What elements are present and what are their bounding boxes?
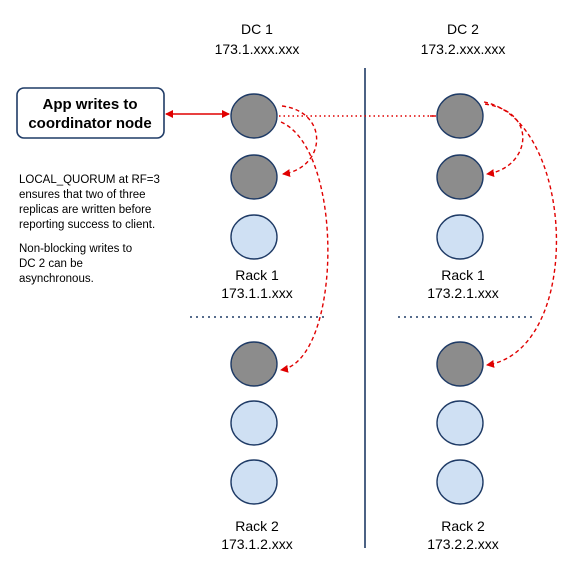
note-line-8: asynchronous. xyxy=(19,273,94,285)
dc2-rack2-node-2 xyxy=(436,400,484,446)
note-line-1: LOCAL_QUORUM at RF=3 xyxy=(19,174,160,186)
note-line-2: ensures that two of three xyxy=(19,189,146,201)
dc1-address: 173.1.xxx.xxx xyxy=(215,41,300,57)
dc1-rack1-address: 173.1.1.xxx xyxy=(221,285,293,301)
app-writer-box xyxy=(16,87,165,139)
note-line-7: DC 2 can be xyxy=(19,258,83,270)
dc1-rack2-node-3 xyxy=(230,459,278,505)
dc1-rack1-node-1-coordinator xyxy=(230,93,278,139)
dc2-replica-arc-rack1 xyxy=(484,103,524,177)
dc1-rack2-node-2 xyxy=(230,400,278,446)
dc1-rack1-node-3 xyxy=(230,214,278,260)
dc1-rack1-node-2-replica xyxy=(230,154,278,200)
dc1-replica-arc-rack1 xyxy=(281,105,318,177)
note-line-3: replicas are written before xyxy=(19,204,151,216)
dc2-rack1-node-2-replica xyxy=(436,154,484,200)
dc2-rack2-node-1-replica xyxy=(436,341,484,387)
dc2-rack2-address: 173.2.2.xxx xyxy=(427,536,499,552)
app-box-line2: coordinator node xyxy=(28,115,151,132)
dc2-title: DC 2 xyxy=(447,21,479,37)
dc2-rack2-name: Rack 2 xyxy=(441,518,485,534)
dc1-title: DC 1 xyxy=(241,21,273,37)
dc1-rack1-name: Rack 1 xyxy=(235,267,279,283)
app-box-line1: App writes to xyxy=(42,96,137,113)
dc2-rack1-node-1 xyxy=(436,93,484,139)
dc1-rack2-name: Rack 2 xyxy=(235,518,279,534)
note-line-4: reporting success to client. xyxy=(19,219,155,231)
dc1-replica-arc-rack2 xyxy=(280,121,329,373)
dc2-rack2-node-3 xyxy=(436,459,484,505)
dc2-rack1-address: 173.2.1.xxx xyxy=(427,285,499,301)
dc2-address: 173.2.xxx.xxx xyxy=(421,41,506,57)
note-line-6: Non-blocking writes to xyxy=(19,243,132,255)
dc1-rack2-address: 173.1.2.xxx xyxy=(221,536,293,552)
dc2-rack1-node-3 xyxy=(436,214,484,260)
dc1-rack2-node-1-replica xyxy=(230,341,278,387)
dc2-rack1-name: Rack 1 xyxy=(441,267,485,283)
dc2-replica-arc-rack2 xyxy=(483,101,558,368)
